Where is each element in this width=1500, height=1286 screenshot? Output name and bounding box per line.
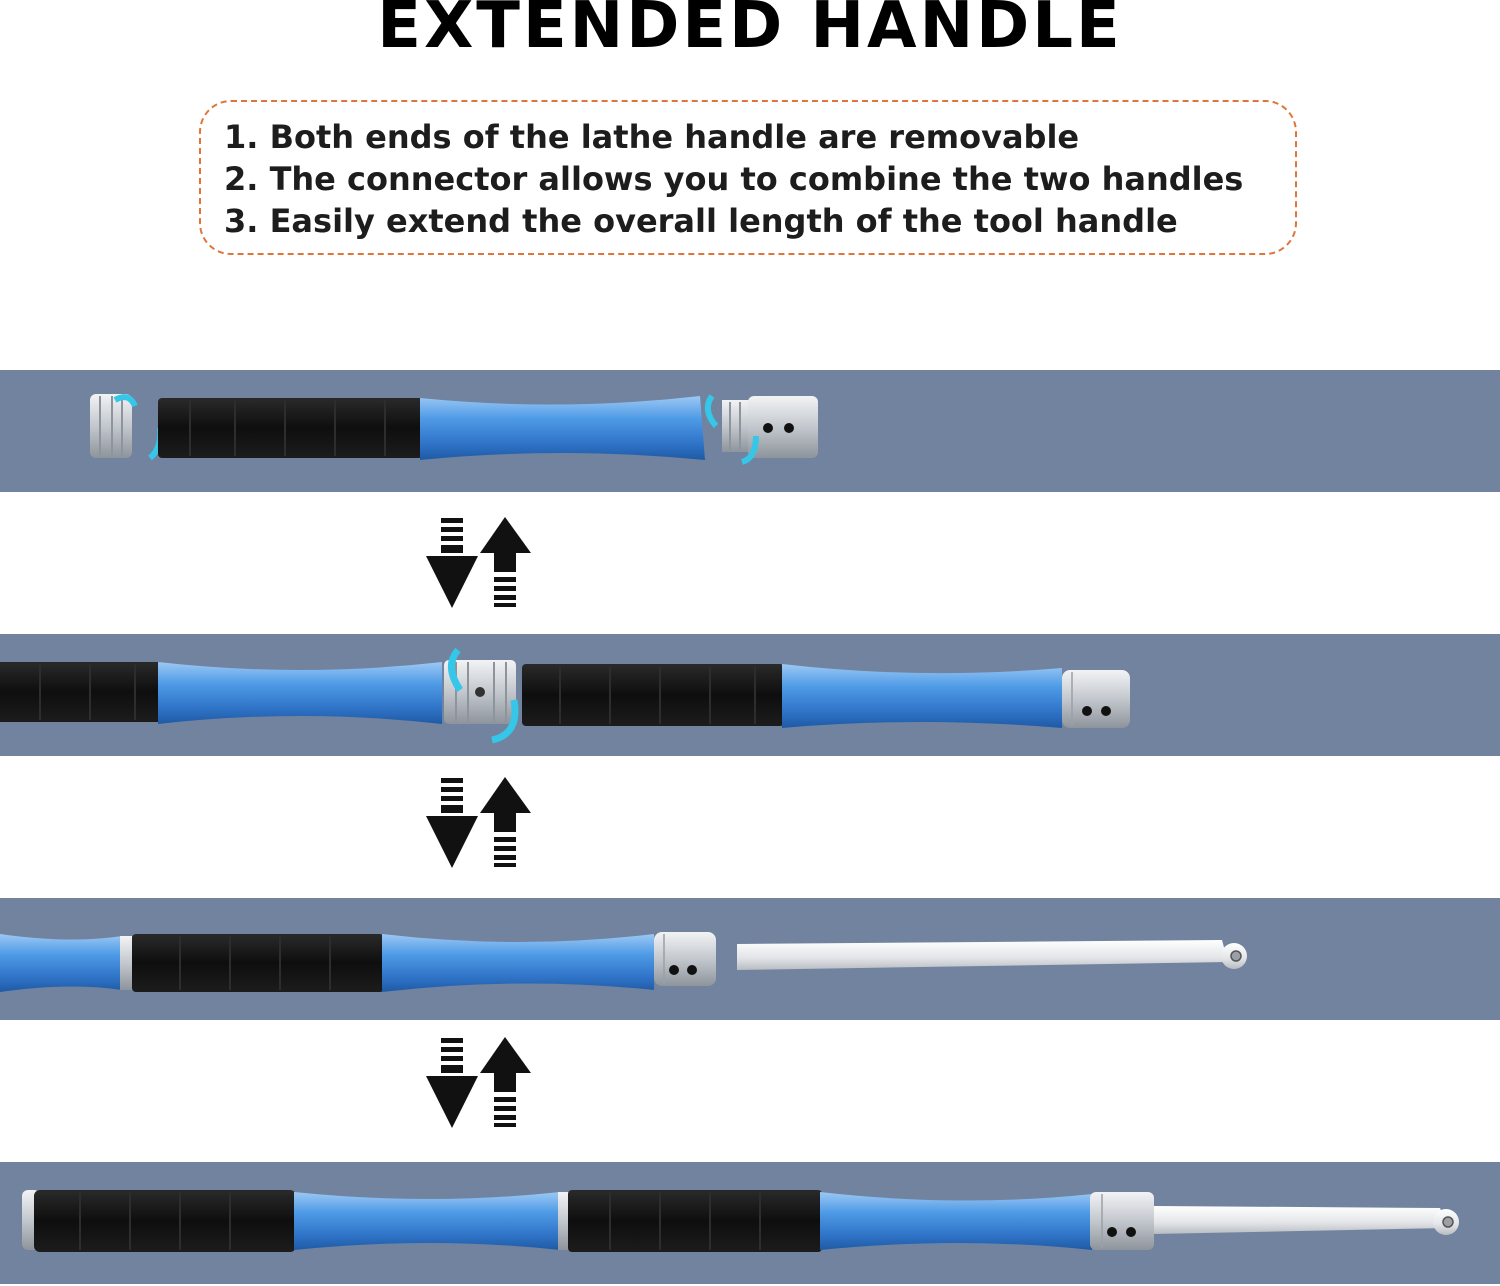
aluminum-shaft <box>420 396 705 460</box>
aluminum-shaft <box>0 934 122 992</box>
feature-notes-box: 1. Both ends of the lathe handle are rem… <box>199 100 1297 255</box>
page-title: EXTENDED HANDLE <box>377 0 1123 63</box>
swap-arrows-icon <box>426 1037 531 1128</box>
cutter-bar <box>1154 1206 1459 1235</box>
foam-grip <box>568 1190 822 1252</box>
rotate-arrow-icon <box>704 394 759 465</box>
connected-handles <box>0 647 1130 744</box>
disassembled-handle <box>90 394 818 465</box>
foam-grip <box>0 662 160 722</box>
swap-arrows-icon <box>426 777 531 868</box>
foam-grip <box>522 664 784 726</box>
ferrule <box>722 396 818 458</box>
aluminum-shaft <box>294 1192 560 1250</box>
end-cap <box>90 394 132 458</box>
aluminum-shaft <box>158 662 442 724</box>
handle-and-cutter-bar <box>0 932 1247 992</box>
note-item-1: 1. Both ends of the lathe handle are rem… <box>224 118 1080 156</box>
fully-extended-tool <box>22 1190 1459 1252</box>
aluminum-shaft <box>382 934 654 992</box>
note-item-2: 2. The connector allows you to combine t… <box>224 160 1244 198</box>
aluminum-shaft <box>782 664 1062 728</box>
cutter-bar <box>737 940 1247 970</box>
foam-grip <box>132 934 384 992</box>
rotate-arrow-icon <box>448 647 519 744</box>
swap-arrows-icon <box>426 517 531 608</box>
foam-grip <box>34 1190 296 1252</box>
note-item-3: 3. Easily extend the overall length of t… <box>224 202 1178 240</box>
ferrule <box>654 932 716 986</box>
foam-grip <box>158 398 423 458</box>
aluminum-shaft <box>820 1192 1092 1250</box>
connector <box>444 660 516 724</box>
ferrule <box>1090 1192 1154 1250</box>
ferrule <box>1062 670 1130 728</box>
